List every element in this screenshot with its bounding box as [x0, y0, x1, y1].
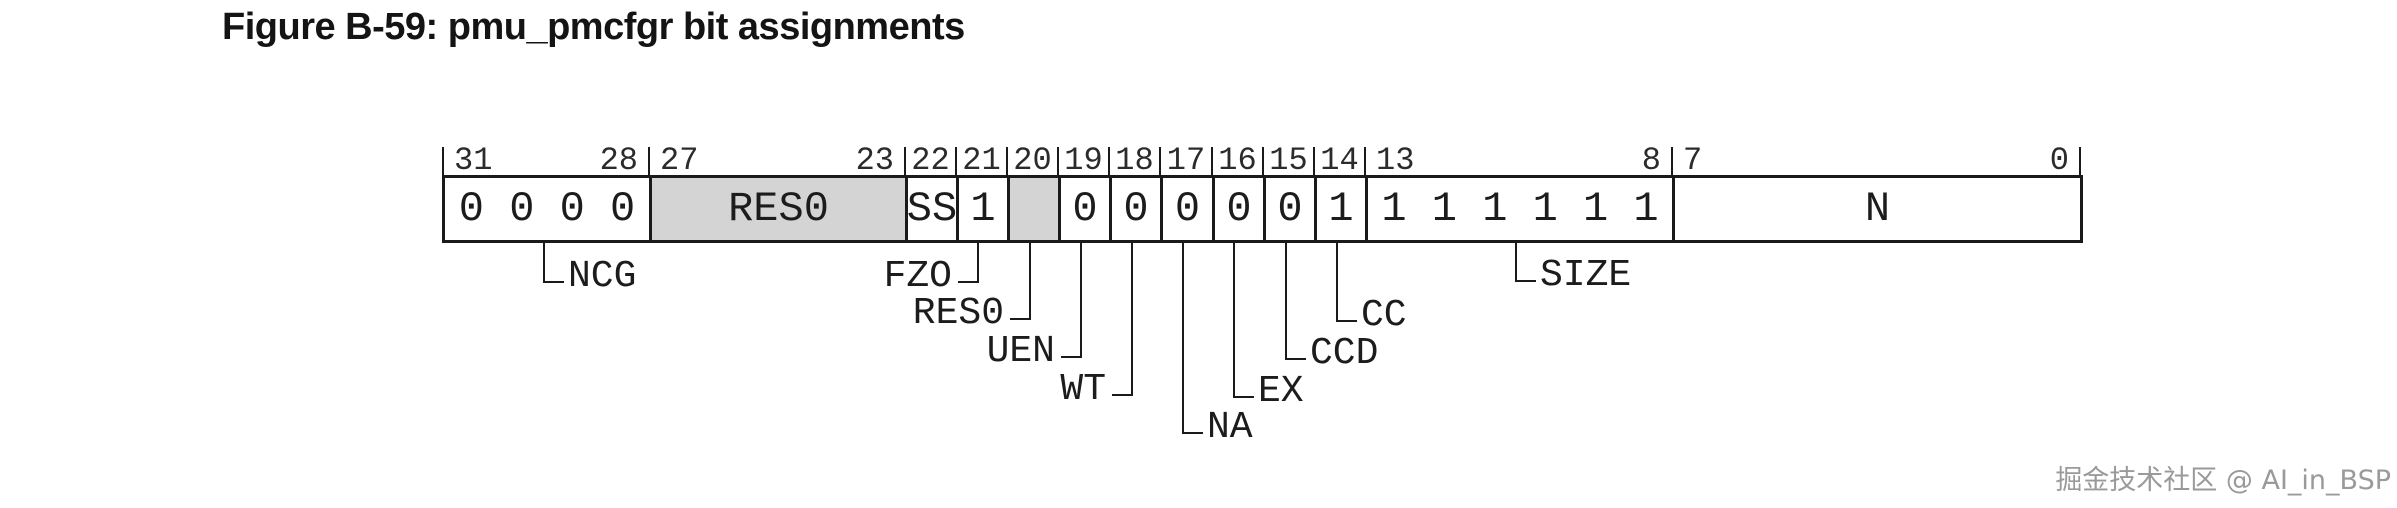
callout-label-na: NA — [1207, 406, 1253, 449]
bit-number-cell-13-8: 13 8 — [1364, 142, 1671, 179]
callout-hline-fzo — [958, 281, 979, 283]
bit-number-low: 28 — [599, 142, 638, 179]
bit-number-high: 13 — [1376, 142, 1415, 179]
bit-number-cell-14: 14 — [1313, 142, 1364, 179]
bit-number-cell-21: 21 — [955, 142, 1006, 179]
register-field-21: 1 — [956, 178, 1007, 240]
bit-number-cell-17: 17 — [1159, 142, 1211, 179]
field-value: 0 — [1277, 185, 1303, 233]
callout-vline-ccd — [1285, 243, 1287, 360]
callout-vline-res0 — [1029, 243, 1031, 320]
callout-label-uen: UEN — [986, 330, 1055, 373]
register-field-22: SS — [905, 178, 958, 240]
register-field-27-23: RES0 — [649, 178, 905, 240]
callout-label-size: SIZE — [1540, 254, 1632, 297]
callout-vline-size — [1515, 243, 1517, 282]
callout-label-ccd: CCD — [1310, 332, 1379, 375]
field-value: 0 — [1226, 185, 1252, 233]
field-value: RES0 — [728, 185, 829, 233]
bit-number: 17 — [1166, 142, 1206, 179]
callout-hline-size — [1515, 280, 1536, 282]
callout-hline-ex — [1233, 396, 1254, 398]
callout-hline-na — [1182, 432, 1203, 434]
register-field-20 — [1007, 178, 1058, 240]
register-field-15: 0 — [1263, 178, 1314, 240]
bit-number-low: 0 — [2049, 142, 2069, 179]
field-value: 0 — [1072, 185, 1098, 233]
field-value: N — [1864, 185, 1891, 233]
bit-number: 16 — [1218, 142, 1257, 179]
field-value: 0 0 0 0 — [458, 185, 636, 233]
callout-label-fzo: FZO — [883, 255, 952, 298]
callout-label-ncg: NCG — [568, 255, 637, 298]
bit-number-low: 8 — [1641, 142, 1661, 179]
callout-vline-wt — [1131, 243, 1133, 396]
register-field-14: 1 — [1314, 178, 1365, 240]
bit-number-high: 27 — [660, 142, 699, 179]
field-value: 0 — [1174, 185, 1201, 233]
bit-number: 21 — [962, 142, 1001, 179]
bit-number: 19 — [1064, 142, 1103, 179]
bit-number-cell-31-28: 31 28 — [444, 142, 648, 179]
figure-title: Figure B-59: pmu_pmcfgr bit assignments — [222, 6, 965, 48]
bit-number: 14 — [1320, 142, 1359, 179]
callout-vline-na — [1182, 243, 1184, 434]
field-value: 1 — [970, 185, 996, 233]
bit-number-cell-22: 22 — [904, 142, 955, 179]
register-field-16: 0 — [1212, 178, 1263, 240]
bit-number: 18 — [1115, 142, 1154, 179]
callout-hline-uen — [1061, 356, 1082, 358]
callout-vline-cc — [1336, 243, 1338, 322]
bit-number-cell-19: 19 — [1057, 142, 1108, 179]
watermark-text: 掘金技术社区 @ AI_in_BSP — [2055, 465, 2391, 496]
register-field-17: 0 — [1160, 178, 1212, 240]
bit-number-cell-18: 18 — [1108, 142, 1159, 179]
register-field-19: 0 — [1058, 178, 1109, 240]
bit-number: 15 — [1269, 142, 1308, 179]
bit-number-high: 31 — [454, 142, 493, 179]
callout-vline-ncg — [543, 243, 545, 283]
field-value: 1 — [1328, 185, 1354, 233]
register-field-13-8: 1 1 1 1 1 1 — [1365, 178, 1672, 240]
callout-hline-ncg — [543, 281, 564, 283]
callout-vline-ex — [1233, 243, 1235, 398]
callout-label-ex: EX — [1258, 370, 1304, 413]
callout-vline-fzo — [977, 243, 979, 283]
register-field-7-0: N — [1672, 178, 2080, 240]
bit-number: 20 — [1013, 142, 1052, 179]
callout-hline-cc — [1336, 320, 1357, 322]
bit-number-cell-16: 16 — [1211, 142, 1262, 179]
bit-number-cell-15: 15 — [1262, 142, 1313, 179]
callout-hline-res0 — [1010, 318, 1031, 320]
register-field-31-28: 0 0 0 0 — [445, 178, 649, 240]
callout-hline-wt — [1112, 394, 1133, 396]
bit-number-cell-20: 20 — [1006, 142, 1057, 179]
callout-hline-ccd — [1285, 358, 1306, 360]
callout-label-cc: CC — [1361, 294, 1407, 337]
callout-label-wt: WT — [1060, 368, 1106, 411]
bit-number: 22 — [911, 142, 950, 179]
field-value: 0 — [1123, 185, 1149, 233]
bit-number-low: 23 — [855, 142, 894, 179]
callout-label-res0: RES0 — [912, 292, 1004, 335]
field-value: SS — [906, 185, 958, 233]
bit-number-high: 7 — [1683, 142, 1703, 179]
callout-vline-uen — [1080, 243, 1082, 358]
field-value: 1 1 1 1 1 1 — [1381, 185, 1659, 233]
bit-number-cell-27-23: 27 23 — [648, 142, 904, 179]
register-field-18: 0 — [1109, 178, 1160, 240]
